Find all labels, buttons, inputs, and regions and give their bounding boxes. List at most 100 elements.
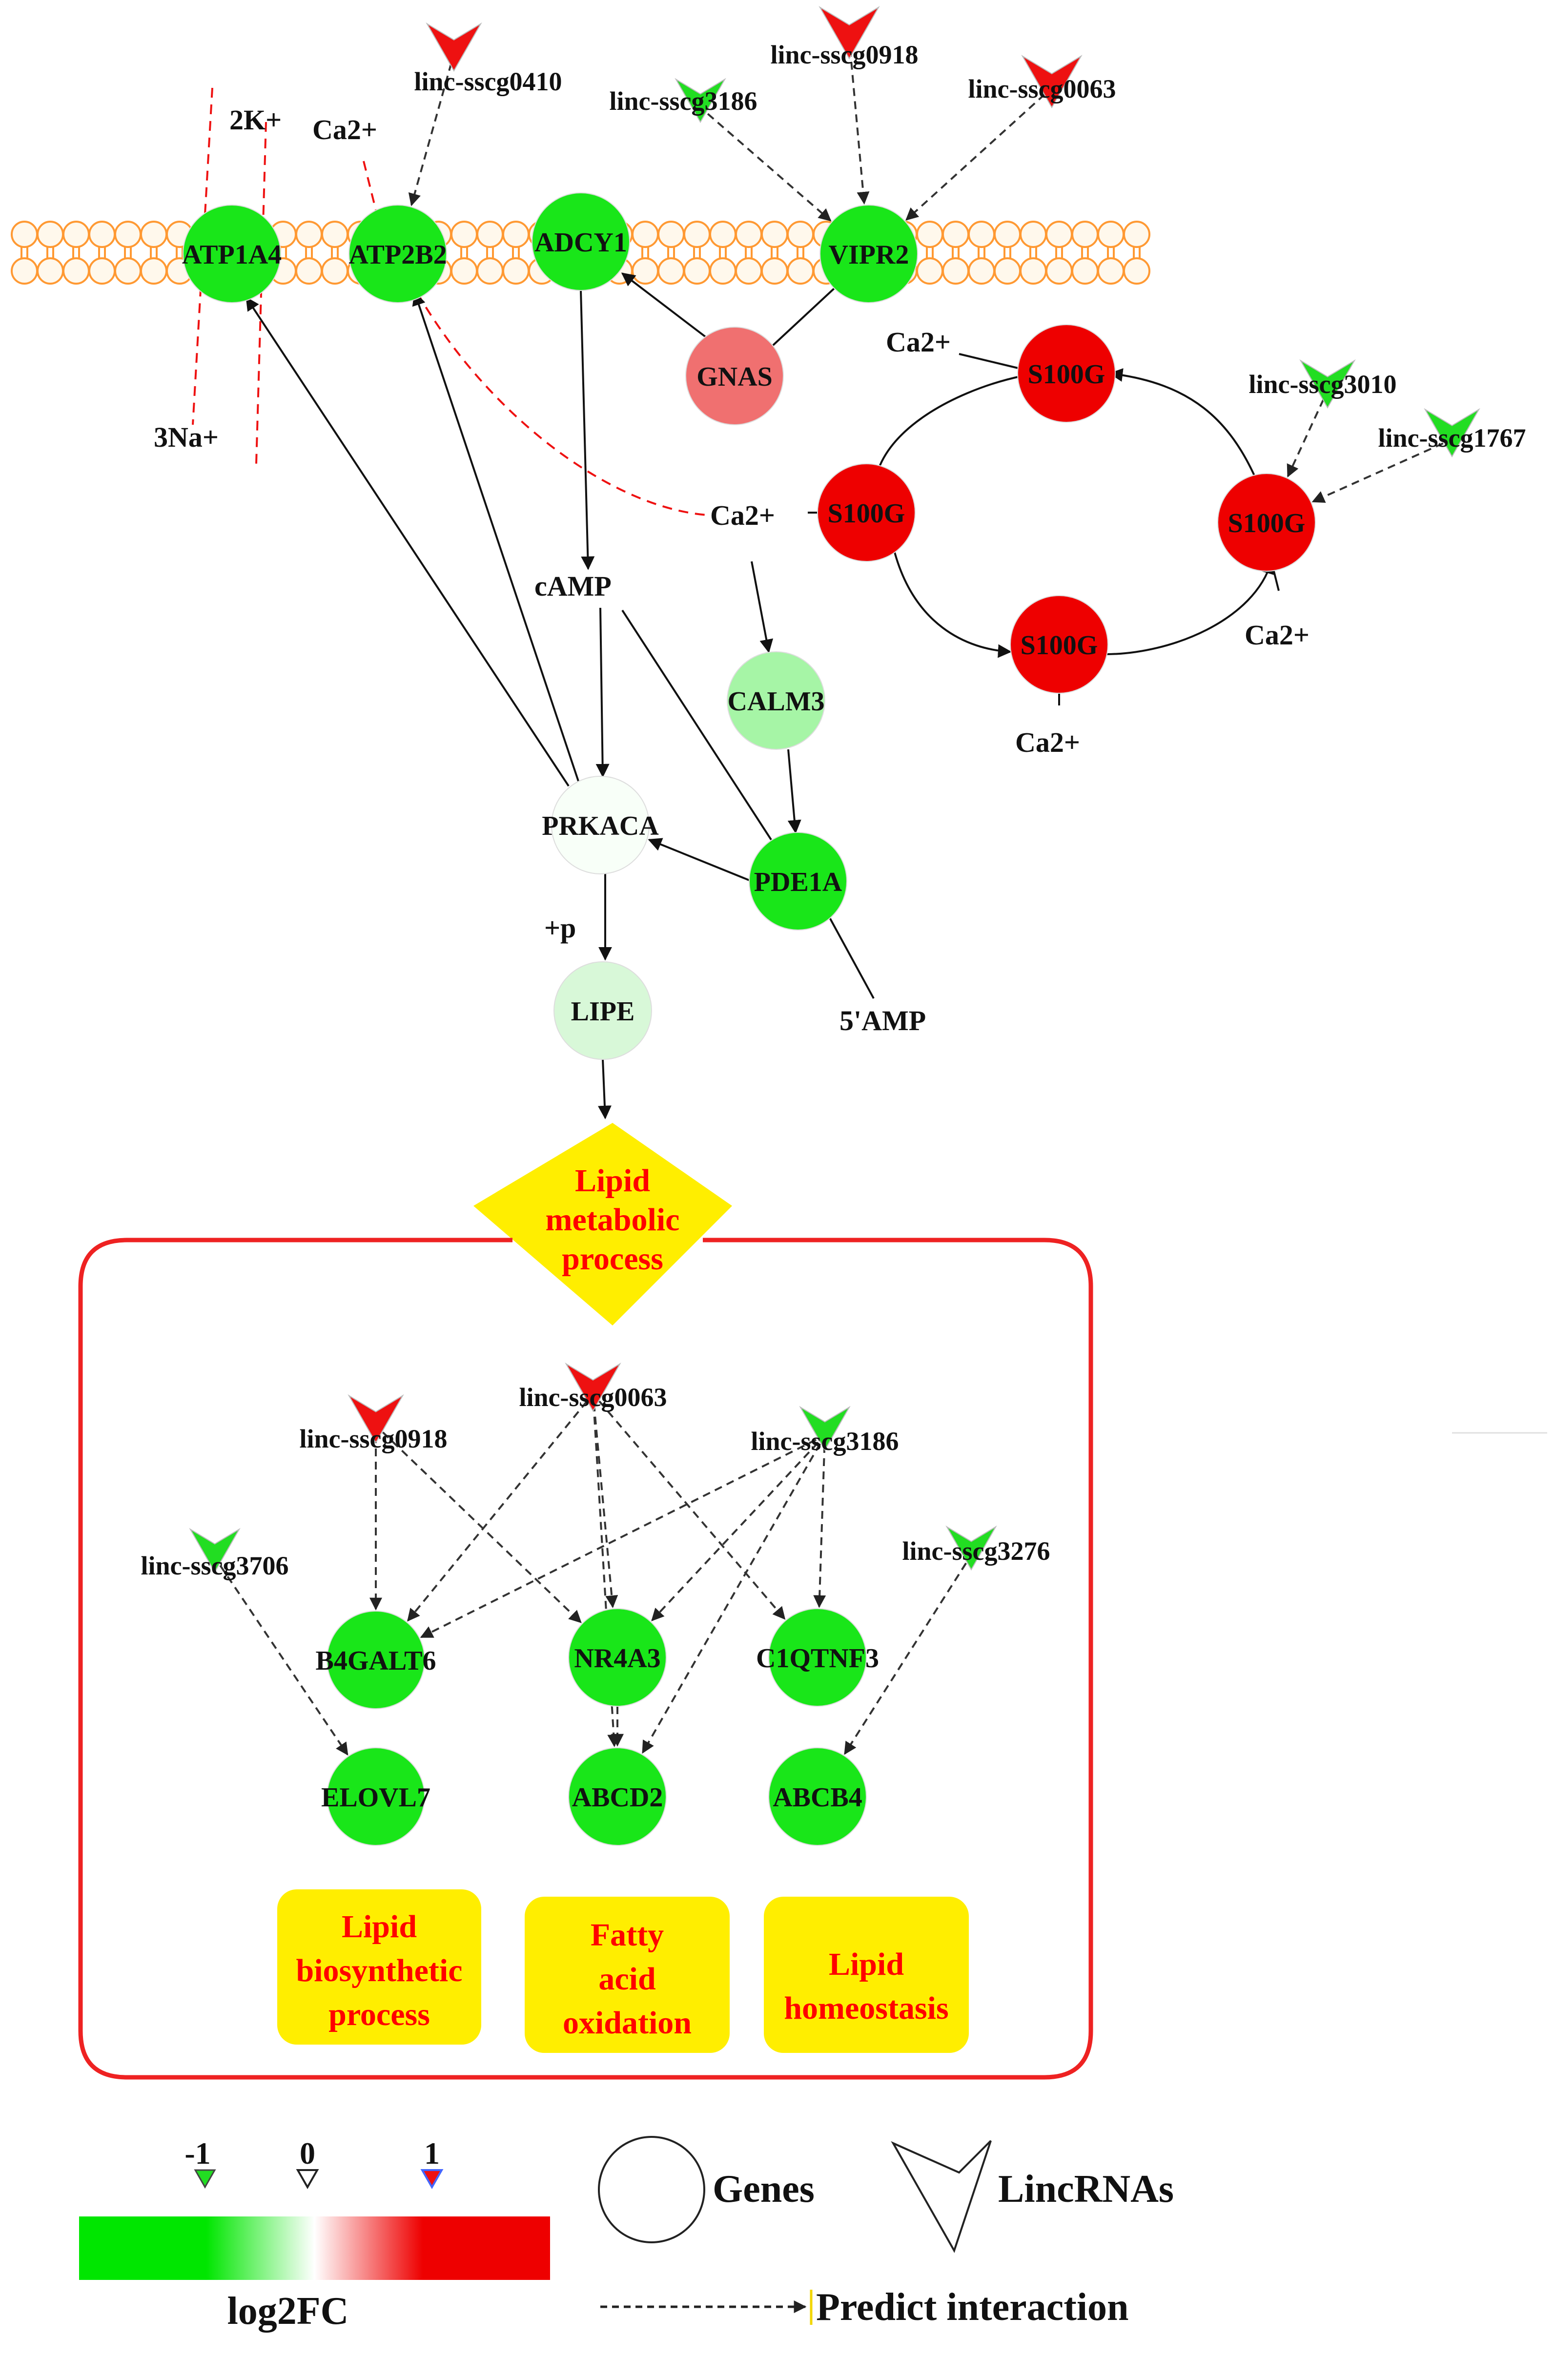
ion-transport-ca <box>363 161 377 210</box>
box-homeostasis <box>764 1897 969 2053</box>
gene-label: PRKACA <box>542 811 659 841</box>
lipid-head <box>1020 221 1047 248</box>
lincrna-chevron-icon <box>675 78 726 124</box>
gene-circle <box>749 832 847 931</box>
lincrna-chevron-icon <box>189 1528 241 1573</box>
gene-gnas: GNAS <box>685 327 784 425</box>
predicted-l3186_bot-NR4A3 <box>651 1442 819 1621</box>
lipid-head <box>11 257 38 285</box>
lipid-head <box>1071 221 1099 248</box>
lincrna-nodes: linc-sscg0410linc-sscg3186linc-sscg0918l… <box>141 6 1526 1580</box>
lincrna-l3186-top: linc-sscg3186 <box>610 78 757 124</box>
gene-circle <box>183 205 281 303</box>
lincrna-l3706: linc-sscg3706 <box>141 1528 289 1580</box>
predicted-l3186_top-VIPR2 <box>707 113 832 222</box>
gene-s100g-left: S100G <box>817 463 916 562</box>
predicted-l0410-ATP2B2 <box>408 62 452 207</box>
lipid-head <box>321 221 348 248</box>
lipid-head <box>321 257 348 285</box>
box-fatty-acid-line-2: acid <box>598 1961 655 1997</box>
predicted-l3276-ABCB4 <box>844 1562 967 1755</box>
lipid-head <box>1071 257 1099 285</box>
cycle-arc-bottom-right <box>1105 560 1275 655</box>
gene-abcb4: ABCB4 <box>768 1747 867 1846</box>
gene-circle <box>532 192 630 291</box>
lipid-head <box>683 257 711 285</box>
lipid-head <box>11 221 38 248</box>
ion-label-k: 2K+ <box>229 104 282 136</box>
legend: -1 0 1 log2FC Genes LincRNAs Predict int… <box>79 2136 1174 2333</box>
camp-label: cAMP <box>534 570 612 602</box>
lincrna-chevron-icon <box>799 1406 851 1451</box>
box-fatty-acid-line-3: oxidation <box>563 2005 692 2041</box>
gene-circle <box>1010 595 1108 694</box>
legend-gene-symbol <box>598 2136 705 2243</box>
ca-binding-right <box>1273 571 1280 591</box>
gene-label: S100G <box>1021 630 1098 661</box>
gene-circle <box>327 1611 425 1709</box>
lincrna-l0918-top: linc-sscg0918 <box>771 6 919 69</box>
gene-circle <box>568 1747 667 1846</box>
gene-label: S100G <box>1028 359 1105 390</box>
predicted-l0063_bot-B4GALT6 <box>407 1401 588 1622</box>
lipid-head <box>140 257 167 285</box>
predicted-l0063_bot-ABCD2 <box>593 1403 620 1747</box>
lincrna-chevron-icon <box>945 1525 997 1571</box>
predicted-l0918_bot-NR4A3 <box>382 1431 582 1623</box>
lipid-metabolic-process: Lipid metabolic process <box>473 1123 732 1325</box>
lincrna-l0063-bot: linc-sscg0063 <box>519 1362 667 1412</box>
gene-label: ABCD2 <box>572 1782 663 1813</box>
box-homeostasis-line-1: Lipid <box>829 1946 904 1982</box>
lipid-head <box>657 221 685 248</box>
lipid-head <box>450 221 478 248</box>
lipid-head <box>1045 257 1073 285</box>
legend-scale-title: log2FC <box>227 2290 349 2333</box>
lipid-head <box>942 257 969 285</box>
ca-efflux-path <box>416 292 708 516</box>
lipid-head <box>632 221 659 248</box>
pde1a-to-amp <box>829 917 875 999</box>
gene-vipr2: VIPR2 <box>819 205 918 303</box>
legend-tick-mid: 0 <box>300 2136 315 2171</box>
predicted-l0918_top-VIPR2 <box>849 48 870 205</box>
lincrna-label: linc-sscg3706 <box>141 1551 289 1580</box>
lipid-head <box>1097 221 1125 248</box>
lincrna-label: linc-sscg0918 <box>771 40 919 69</box>
lincrna-label: linc-sscg1767 <box>1378 423 1526 453</box>
cycle-arc-left-bottom <box>892 546 1012 658</box>
legend-linc-symbol <box>891 2140 992 2253</box>
lipid-head <box>1123 257 1150 285</box>
legend-tick-low: -1 <box>184 2136 210 2171</box>
lincrna-chevron-icon <box>818 6 880 60</box>
lincrna-label: linc-sscg0063 <box>519 1383 667 1412</box>
predicted-l3186_bot-B4GALT6 <box>420 1439 817 1638</box>
gene-adcy1: ADCY1 <box>532 192 630 291</box>
gene-label: S100G <box>828 498 905 529</box>
ion-label-ca-s100g-top: Ca2+ <box>886 326 951 358</box>
lincrna-chevron-icon <box>565 1362 621 1412</box>
gene-circle <box>817 463 916 562</box>
lincrna-chevron-icon <box>1299 359 1356 409</box>
lincrna-chevron-icon <box>1021 55 1083 109</box>
lincrna-l3276: linc-sscg3276 <box>902 1525 1050 1571</box>
box-fatty-acid-line-1: Fatty <box>591 1917 664 1953</box>
lincrna-l0063-top: linc-sscg0063 <box>968 55 1116 109</box>
lipid-head <box>916 257 943 285</box>
lipid-head <box>709 257 737 285</box>
ca-binding-top <box>959 353 1021 370</box>
gene-label: ATP2B2 <box>348 240 447 270</box>
lipid-head <box>37 257 64 285</box>
amp-label: 5'AMP <box>839 1005 926 1036</box>
lipid-head <box>502 257 530 285</box>
legend-lincs-label: LincRNAs <box>998 2168 1174 2211</box>
calm3-to-pde1a <box>787 749 801 834</box>
predicted-l0063_bot-NR4A3 <box>593 1403 618 1609</box>
legend-tick-high: 1 <box>424 2136 440 2171</box>
prkaca-to-atp1a4 <box>246 296 570 787</box>
lipid-head <box>1097 257 1125 285</box>
gene-circle <box>819 205 918 303</box>
lipid-head <box>476 257 504 285</box>
gene-b4galt6: B4GALT6 <box>316 1611 436 1709</box>
predicted-l3186_bot-ABCD2 <box>642 1443 821 1754</box>
predicted-l1767-S100G_right <box>1311 442 1444 503</box>
